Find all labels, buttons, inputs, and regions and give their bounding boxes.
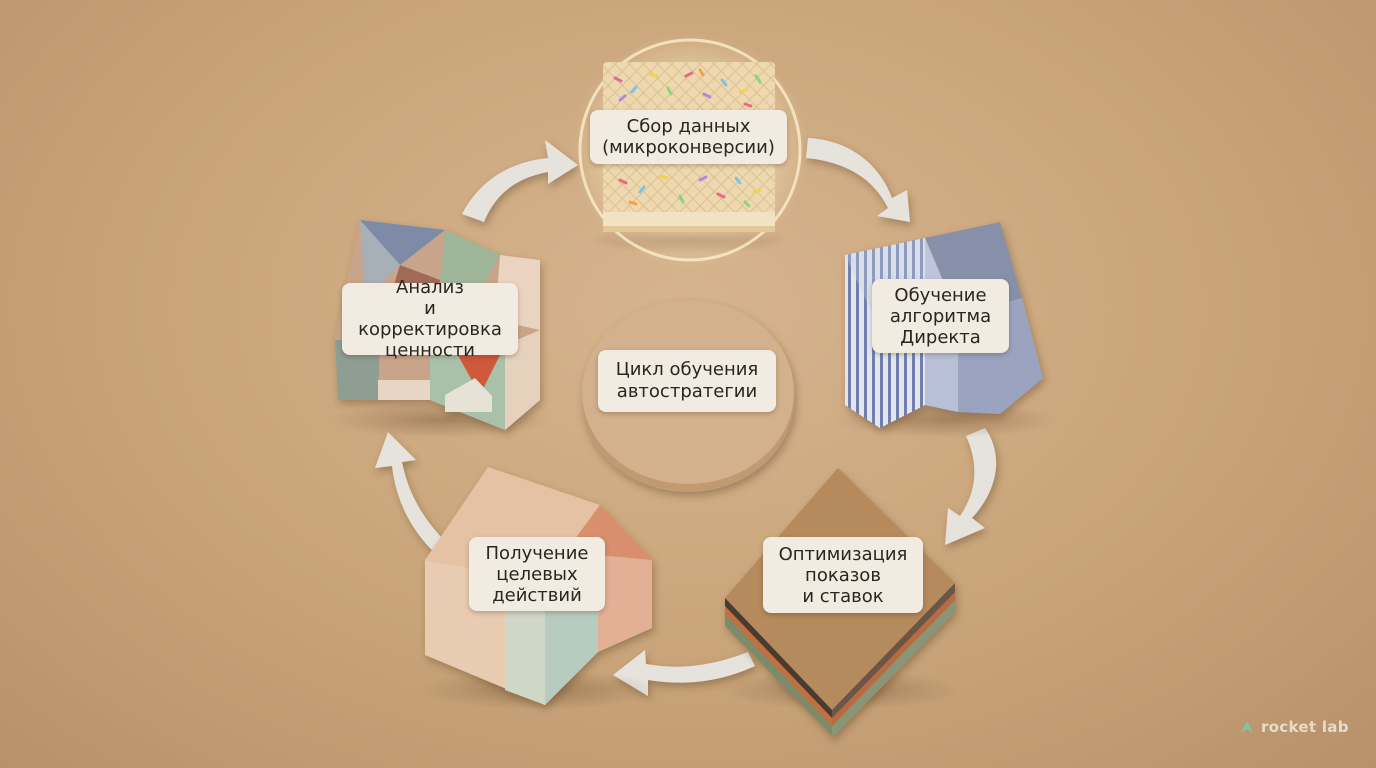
brand-logo: rocket lab xyxy=(1238,718,1349,736)
cycle-arrow-icon xyxy=(806,138,910,222)
cycle-arrow-icon xyxy=(613,650,755,696)
paper-stack xyxy=(725,468,955,738)
step-label-value-analysis: Анализ и корректировка ценности xyxy=(342,277,518,361)
brand-name: rocket lab xyxy=(1261,718,1349,736)
step-label-optimization: Оптимизация показов и ставок xyxy=(763,537,923,613)
rocket-lab-logo-icon xyxy=(1241,721,1253,733)
sprinkles xyxy=(613,68,762,208)
step-label-target-actions: Получение целевых действий xyxy=(469,537,605,611)
step-label-algorithm-training: Обучение алгоритма Директа xyxy=(872,279,1009,353)
step-label-data-collection: Сбор данных (микроконверсии) xyxy=(590,110,787,164)
cycle-arrow-icon xyxy=(945,428,997,545)
center-label: Цикл обучения автостратегии xyxy=(598,350,776,412)
cycle-arrow-icon xyxy=(375,432,446,556)
cycle-arrow-icon xyxy=(462,140,578,222)
cycle-arrows xyxy=(375,138,997,696)
